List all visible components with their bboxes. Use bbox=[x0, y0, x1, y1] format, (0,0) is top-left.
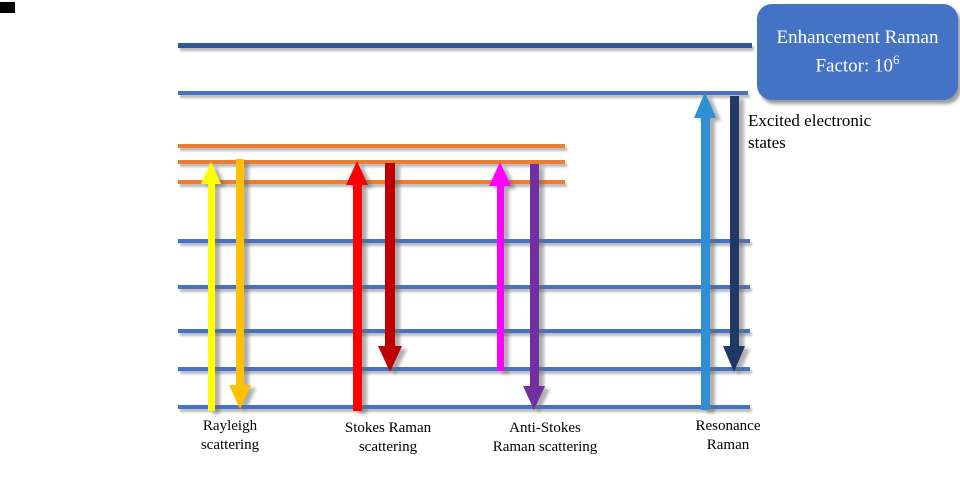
ground-level bbox=[178, 405, 750, 409]
stokes-scattered-arrow-shaft bbox=[385, 163, 395, 348]
virtual-level-1 bbox=[178, 180, 565, 184]
virtual-level-3 bbox=[178, 144, 565, 148]
vibrational-level-3 bbox=[178, 285, 750, 289]
callout-factor-text: Factor: 10 bbox=[815, 55, 894, 77]
rayleigh-label: Rayleigh scattering bbox=[150, 417, 310, 455]
resonance-label-line-1: Resonance bbox=[695, 418, 761, 434]
anti-stokes-label: Anti-Stokes Raman scattering bbox=[465, 419, 625, 457]
rayleigh-scattered-arrow-shaft bbox=[236, 159, 244, 387]
anti-stokes-label-line-1: Anti-Stokes bbox=[509, 420, 581, 436]
virtual-level-2 bbox=[178, 160, 565, 164]
rayleigh-excitation-arrow-head bbox=[201, 162, 221, 184]
excited-states-label-line-1: Excited electronic bbox=[748, 111, 872, 130]
anti-stokes-label-line-2: Raman scattering bbox=[492, 438, 598, 455]
resonance-excitation-arrow-head bbox=[694, 92, 716, 118]
antistokes-excitation-arrow-head bbox=[489, 162, 511, 186]
stokes-label: Stokes Raman scattering bbox=[308, 419, 468, 457]
antistokes-excitation-arrow-shaft bbox=[496, 184, 504, 371]
excited-level-1 bbox=[178, 91, 748, 95]
excited-states-label-line-2: states bbox=[748, 133, 786, 153]
antistokes-scattered-arrow-head bbox=[523, 386, 545, 410]
excited-states-label: Excited electronic states bbox=[748, 110, 871, 154]
resonance-label: Resonance Raman bbox=[648, 417, 808, 455]
enhancement-factor-callout: Enhancement Raman Factor: 106 bbox=[757, 4, 958, 100]
stokes-excitation-arrow-shaft bbox=[352, 183, 362, 411]
resonance-excitation-arrow-shaft bbox=[700, 116, 710, 410]
vibrational-level-4 bbox=[178, 239, 750, 243]
stokes-label-line-1: Stokes Raman bbox=[344, 420, 432, 436]
vibrational-level-2 bbox=[178, 329, 750, 333]
resonance-scattered-arrow-head bbox=[723, 346, 745, 372]
callout-line-1: Enhancement Raman bbox=[776, 27, 939, 49]
stokes-scattered-arrow-head bbox=[378, 346, 402, 372]
callout-line-2: Factor: 106 bbox=[815, 51, 899, 79]
rayleigh-scattered-arrow-head bbox=[229, 385, 251, 409]
excited-level-2 bbox=[178, 42, 752, 48]
stokes-excitation-arrow-head bbox=[346, 161, 368, 185]
callout-factor-exponent: 6 bbox=[893, 51, 900, 67]
rayleigh-label-line-2: scattering bbox=[200, 436, 260, 453]
vibrational-level-1 bbox=[178, 367, 750, 371]
rayleigh-excitation-arrow-shaft bbox=[207, 182, 215, 411]
rayleigh-label-line-1: Rayleigh bbox=[202, 418, 258, 434]
stokes-label-line-2: scattering bbox=[358, 438, 418, 455]
resonance-scattered-arrow-shaft bbox=[729, 96, 739, 348]
antistokes-scattered-arrow-shaft bbox=[529, 164, 539, 388]
corner-mark bbox=[0, 2, 15, 13]
resonance-label-line-2: Raman bbox=[706, 436, 750, 453]
